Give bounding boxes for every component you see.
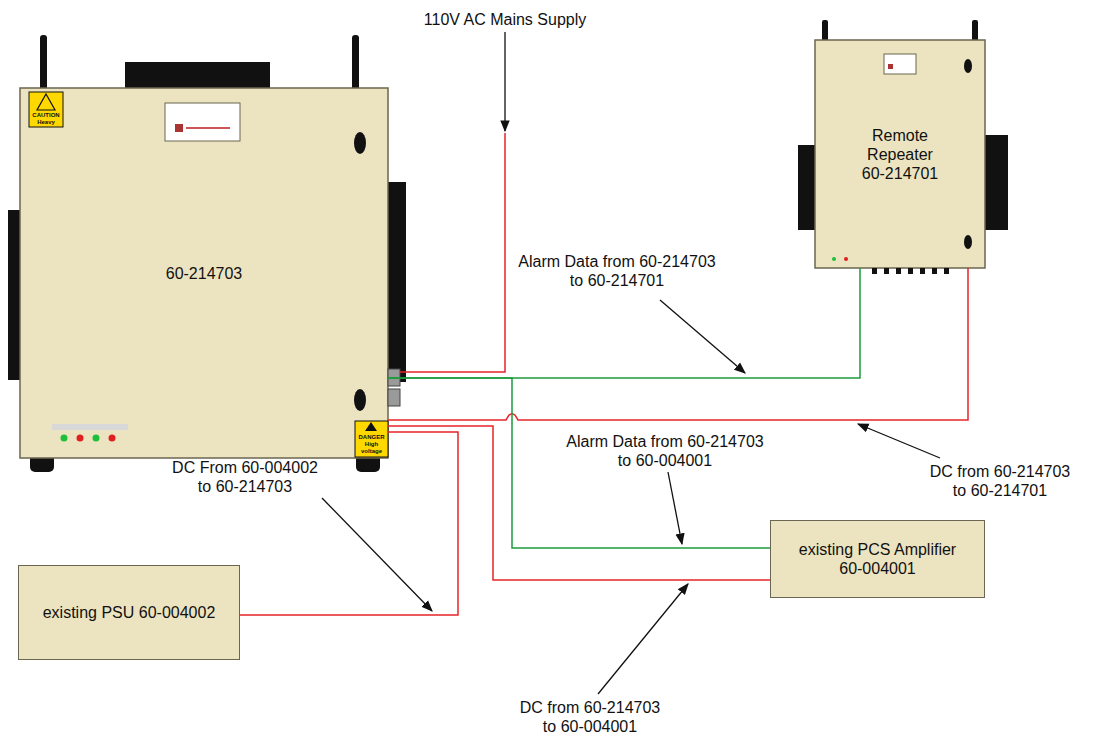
logo-text [186,127,230,129]
lock [964,235,972,249]
node-label: existing PSU 60-004002 [43,603,216,622]
node-label: existing PCS Amplifier 60-004001 [793,540,963,578]
led [93,435,100,442]
node-label: 60-214703 [166,264,243,283]
caution-label [29,92,63,127]
led [832,257,836,261]
led [844,257,848,261]
name-plate [165,103,240,141]
logo [888,64,893,69]
cable-gland [388,389,400,406]
led [77,435,84,442]
lock [964,59,972,73]
enclosure: 60-214703 [20,88,388,458]
supply-label: 110V AC Mains Supply [395,10,615,29]
leader-arrow [504,32,505,131]
leader-arrow [660,300,745,373]
led-strip [52,424,128,430]
leader-arrow [858,424,940,458]
wire-callout: DC from 60-214703 to 60-214701 [928,462,1073,500]
name-plate [884,54,916,74]
logo [175,124,183,132]
enclosure-body [20,88,388,458]
mains-wire [400,133,505,372]
wire-callout: Alarm Data from 60-214703 to 60-214701 [515,252,720,290]
warning-triangle [365,422,377,431]
warning-triangle [37,94,55,110]
connector-row [872,268,949,274]
leader-arrow [668,472,682,544]
leader-arrow [598,584,688,694]
led [61,435,68,442]
alarm-wire [388,378,770,548]
top-handle [125,62,270,90]
repeater-body [815,40,985,268]
side-handle [984,135,1008,230]
wire-callout: Alarm Data from 60-214703 to 60-004001 [563,432,768,470]
repeater-box: Remote Repeater 60-214701 [815,40,985,268]
antenna [40,35,47,91]
danger-label [355,421,388,457]
side-handle [798,145,816,230]
side-handle [386,182,406,382]
caution-text: CAUTION Heavy [30,112,62,126]
antenna [352,35,359,91]
node-label: Remote Repeater 60-214701 [855,126,945,183]
wire-callout: DC From 60-004002 to 60-214703 [169,458,321,496]
amplifier-box: existing PCS Amplifier 60-004001 [770,520,985,598]
leader-arrow [322,498,432,611]
dc-wire [388,268,968,420]
lock [354,389,366,411]
wire-callout: DC from 60-214703 to 60-004001 [518,698,663,736]
lock [354,132,366,154]
led [109,435,116,442]
dc-wire [388,426,770,580]
psu-box: existing PSU 60-004002 [18,565,240,660]
danger-text: DANGER High voltage [356,434,387,455]
